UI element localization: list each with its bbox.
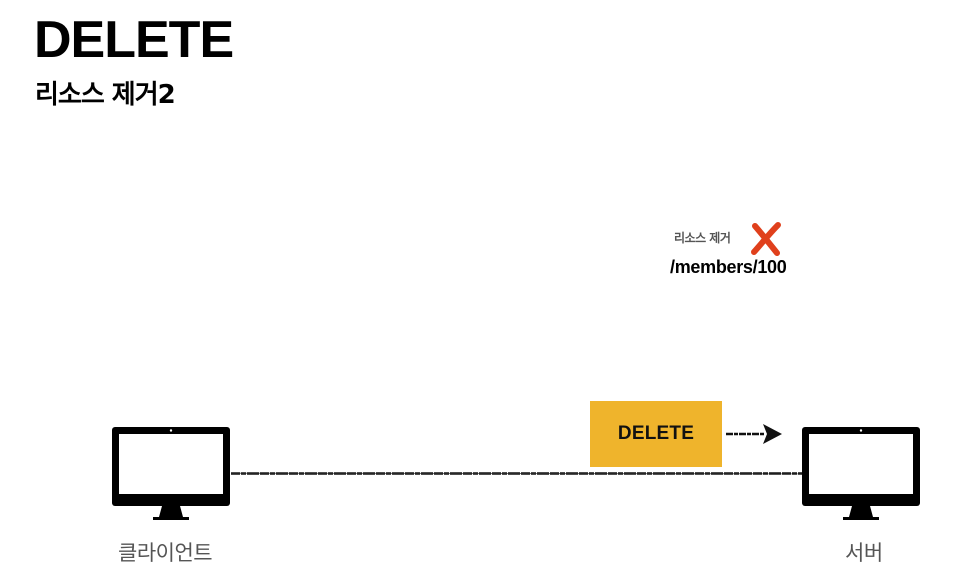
client-label: 클라이언트: [118, 541, 213, 565]
resource-status-label: 리소스 제거: [674, 231, 731, 245]
request-arrow-icon: [725, 421, 783, 447]
http-method-box: DELETE: [590, 401, 722, 467]
connection-line: [231, 471, 802, 476]
resource-path: /members/100: [670, 257, 787, 277]
red-x-icon: [750, 222, 782, 256]
slide-title: DELETE: [34, 11, 234, 69]
client-monitor-icon: [111, 426, 231, 521]
slide-subtitle: 리소스 제거2: [35, 80, 176, 110]
server-label: 서버: [845, 541, 883, 565]
server-monitor-icon: [801, 426, 921, 521]
